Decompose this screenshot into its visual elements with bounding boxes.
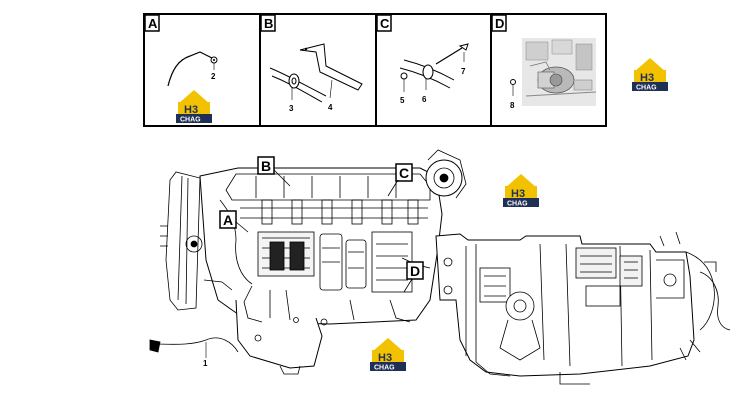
panel-c: C 5 6 7: [376, 14, 469, 105]
watermark-logo: H3 CHAG: [176, 90, 212, 124]
svg-text:C: C: [399, 165, 409, 181]
svg-text:D: D: [410, 263, 420, 279]
panel-c-part-5: 5: [400, 96, 405, 105]
detail-panels: A 2 B 3 4 C: [143, 13, 607, 127]
panel-b-part-3: 3: [289, 104, 294, 113]
engine-assembly-drawing: [149, 149, 731, 385]
svg-text:CHAG: CHAG: [636, 85, 657, 92]
engine-part-1: 1: [203, 359, 208, 368]
watermark-logo: H3 CHAG: [632, 58, 668, 92]
panel-d-letter: D: [495, 16, 504, 31]
panel-a-letter: A: [148, 16, 158, 31]
panel-d: D 8: [491, 14, 597, 110]
panel-b-letter: B: [264, 16, 273, 31]
callout-b: B: [257, 156, 291, 187]
panel-c-letter: C: [380, 16, 390, 31]
panel-c-part-6: 6: [422, 95, 427, 104]
svg-text:A: A: [223, 212, 233, 228]
panel-b-part-4: 4: [328, 103, 333, 112]
callout-c: C: [387, 163, 413, 197]
svg-text:H3: H3: [511, 188, 525, 200]
watermark-logo: H3 CHAG: [370, 338, 406, 372]
svg-text:CHAG: CHAG: [374, 365, 395, 372]
panel-b: B 3 4: [260, 14, 363, 113]
svg-text:CHAG: CHAG: [507, 201, 528, 208]
svg-text:B: B: [261, 158, 271, 174]
callout-a: A: [219, 210, 249, 233]
panel-d-part-8: 8: [510, 101, 515, 110]
watermark-logo: H3 CHAG: [503, 174, 539, 208]
svg-text:CHAG: CHAG: [180, 117, 201, 124]
svg-text:H3: H3: [640, 72, 654, 84]
callout-d: D: [403, 261, 424, 293]
svg-text:H3: H3: [378, 352, 392, 364]
panel-a-part-2: 2: [211, 72, 216, 81]
panel-c-part-7: 7: [461, 67, 466, 76]
starter-photo: [522, 38, 597, 106]
panel-a: A 2: [144, 14, 218, 87]
svg-text:H3: H3: [184, 104, 198, 116]
